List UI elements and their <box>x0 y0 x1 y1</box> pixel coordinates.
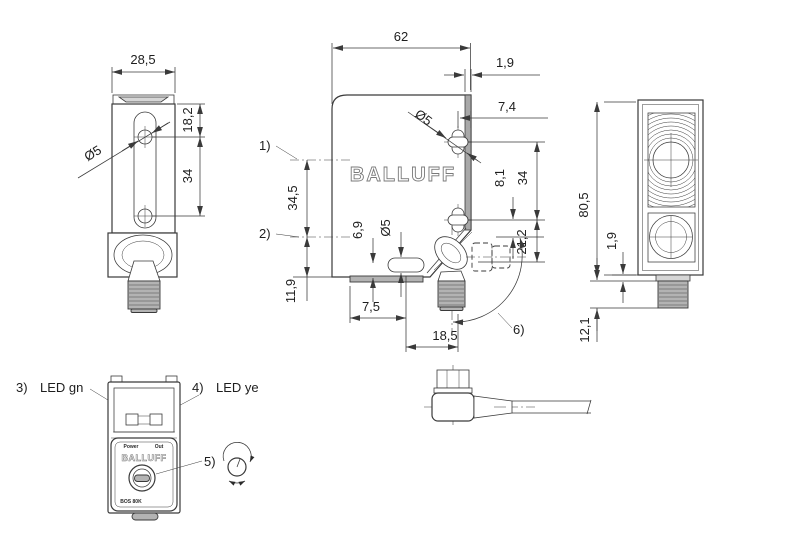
dim-18-5: 18,5 <box>432 328 457 343</box>
swivel-arc <box>452 237 526 326</box>
right-extension-lines <box>468 141 545 263</box>
dim-axis-offset: 8,1 <box>492 169 516 259</box>
dim-hole-inset: 7,4 <box>457 99 548 128</box>
balluff-logo-body: BALLUFF <box>350 164 456 186</box>
detail-body <box>107 381 181 514</box>
side-view: 28,5 Ø5 18,2 34 <box>77 52 205 313</box>
dim-side-width: 28,5 <box>111 52 176 93</box>
angled-connector <box>424 365 592 428</box>
dim-axis-bottom: 21,2 <box>514 220 540 262</box>
bottom-foot <box>349 275 424 283</box>
dim-7-4: 7,4 <box>498 99 516 114</box>
callout-1-label: 1) <box>259 138 271 153</box>
dim-62: 62 <box>394 29 408 44</box>
dim-bottom-offset: 11,9 <box>283 237 332 303</box>
dim-axis-span: 34,5 <box>285 160 310 237</box>
led-indicators <box>125 413 163 426</box>
dim-18-2: 18,2 <box>180 107 195 132</box>
callout-4-label: 4) <box>192 380 204 395</box>
front-plug <box>655 274 691 309</box>
front-view: 80,5 <box>576 99 704 343</box>
dim-12-1: 12,1 <box>577 317 592 342</box>
callout-2: 2) <box>259 226 350 241</box>
callout-2-label: 2) <box>259 226 271 241</box>
mounting-hole-symbol-bottom <box>444 204 472 236</box>
dim-plug-length: 12,1 <box>577 258 658 343</box>
dim-6-9: 6,9 <box>350 221 365 239</box>
dim-11-9: 11,9 <box>283 279 298 303</box>
callout-5-label: 5) <box>204 454 216 469</box>
connector-elbow <box>431 392 475 422</box>
threaded-plug-front <box>657 280 689 309</box>
dim-foot-offset: 7,5 <box>349 276 407 323</box>
dim-1-9-ledge: 1,9 <box>604 232 619 250</box>
cable <box>494 399 592 415</box>
dim-face-1-9: 1,9 <box>444 55 540 92</box>
dim-34-side: 34 <box>180 169 195 183</box>
dim-21-2: 21,2 <box>514 229 529 254</box>
led-green <box>125 413 139 426</box>
front-face-plate <box>464 94 472 231</box>
emitter-window <box>644 112 698 208</box>
connector-nut <box>436 369 470 389</box>
mounting-hole-symbol-top <box>444 126 472 158</box>
dim-width-62: 62 <box>331 29 471 104</box>
dim-34-front: 34 <box>515 171 530 185</box>
balluff-logo-detail: BALLUFF <box>122 453 167 463</box>
potentiometer-slot <box>134 474 150 482</box>
dim-hole-span: 34 <box>515 142 540 220</box>
swivel-connector-front-side <box>433 226 526 332</box>
dim-plug-offset: 18,5 <box>405 314 459 352</box>
out-label: Out <box>155 444 164 450</box>
adjustment-potentiometer <box>128 464 156 492</box>
slot-hole <box>387 257 425 273</box>
dim-80-5: 80,5 <box>576 192 591 217</box>
callout-6-label: 6) <box>513 322 525 337</box>
dim-28-5: 28,5 <box>130 52 155 67</box>
rotate-adjust-icon <box>222 441 255 486</box>
front-side-view: 62 1,9 BALLUFF Ø5 <box>259 29 548 352</box>
callout-1: 1) <box>259 138 350 161</box>
led-yellow-label: LED ye <box>216 380 259 395</box>
dim-o5-slot: Ø5 <box>378 219 393 236</box>
dim-slot-dia: Ø5 <box>378 219 404 297</box>
dim-hole-dia-label: Ø5 <box>81 142 104 164</box>
receiver-window <box>647 212 696 263</box>
dim-side-hole-spacing: 34 <box>180 137 203 216</box>
power-label: Power <box>123 444 138 450</box>
detail-view: 3) LED gn 4) LED ye Power Out BALLUFF BO <box>16 375 259 521</box>
threaded-plug-side <box>127 280 161 310</box>
callout-6: 6) <box>452 237 526 337</box>
dim-8-1: 8,1 <box>492 169 507 187</box>
led-green-label: LED gn <box>40 380 83 395</box>
cable-boot <box>473 395 513 419</box>
led-yellow <box>149 413 163 426</box>
callout-3-label: 3) <box>16 380 28 395</box>
dim-34-5: 34,5 <box>285 185 300 210</box>
dim-7-5: 7,5 <box>362 299 380 314</box>
swivel-connector-side <box>107 232 178 313</box>
model-label: BOS 80K <box>120 499 142 505</box>
callout-5: 5) <box>155 454 216 475</box>
dim-1-9-face: 1,9 <box>496 55 514 70</box>
detail-bottom-foot <box>131 512 159 521</box>
top-lens-strip <box>117 96 170 103</box>
dim-side-hole-top: 18,2 <box>152 103 205 217</box>
dim-slot-bottom: 6,9 <box>350 221 376 302</box>
dim-ledge: 1,9 <box>590 232 656 303</box>
